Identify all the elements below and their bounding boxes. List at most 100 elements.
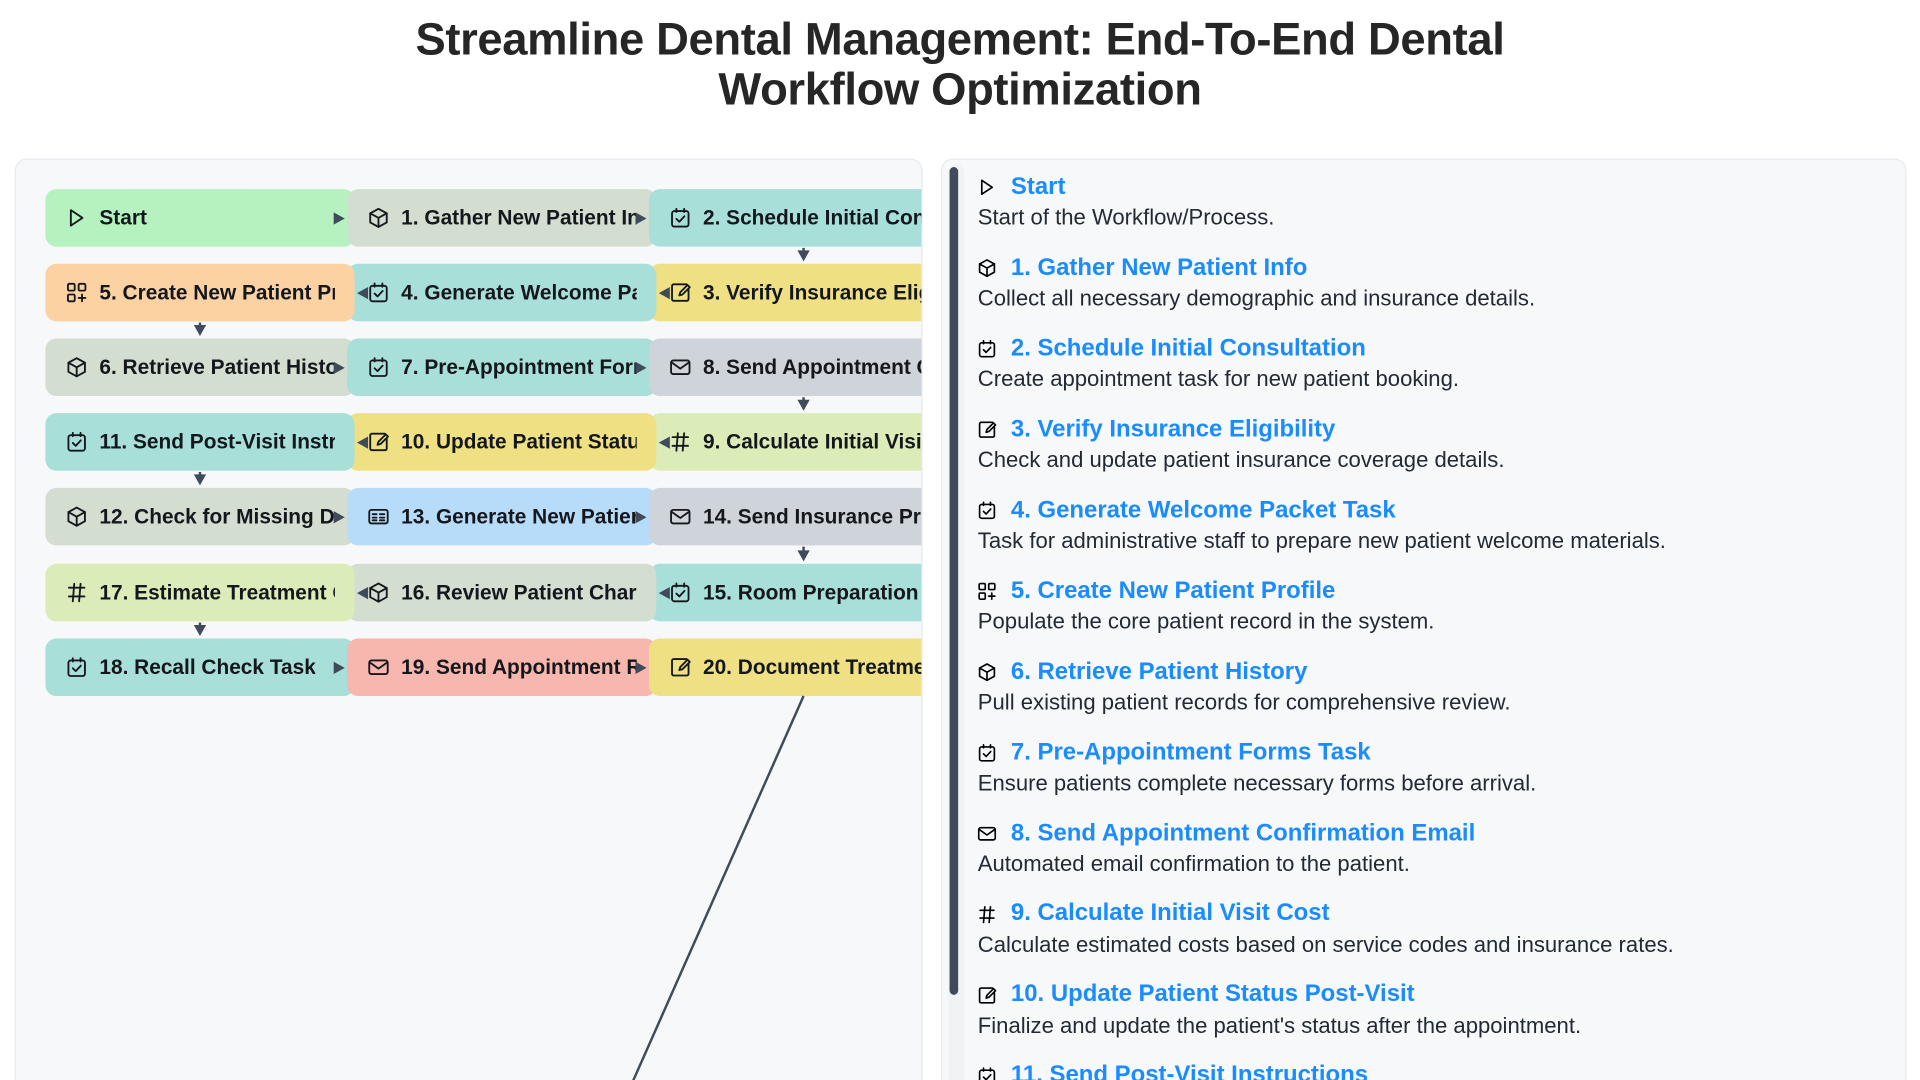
legend-item-title[interactable]: 8. Send Appointment Confirmation Email <box>1010 819 1476 847</box>
flow-node-n4[interactable]: 4. Generate Welcome Packet Task <box>347 263 657 322</box>
legend-item-title[interactable]: 7. Pre-Appointment Forms Task <box>1010 738 1371 766</box>
flow-node-n19[interactable]: 19. Send Appointment Reminder <box>347 638 657 697</box>
flow-node-label: 11. Send Post-Visit Instructions <box>99 429 335 453</box>
legend-item-desc: Ensure patients complete necessary forms… <box>977 770 1537 796</box>
legend-item-title[interactable]: 9. Calculate Initial Visit Cost <box>1010 899 1330 927</box>
legend-item-desc: Calculate estimated costs based on servi… <box>977 932 1674 957</box>
legend-item-title[interactable]: 5. Create New Patient Profile <box>1010 576 1336 604</box>
flow-node-n20[interactable]: 20. Document Treatment Notes <box>648 638 922 697</box>
legend-item[interactable]: 7. Pre-Appointment Forms Task Ensure pat… <box>977 738 1879 797</box>
legend-item[interactable]: 6. Retrieve Patient History Pull existin… <box>977 657 1879 716</box>
checkbox-icon <box>671 207 690 228</box>
legend-item-head: 8. Send Appointment Confirmation Email <box>977 819 1879 847</box>
flow-node-n11[interactable]: 11. Send Post-Visit Instructions <box>45 413 355 471</box>
flow-node-n18[interactable]: 18. Recall Check Task <box>45 638 355 697</box>
legend-item[interactable]: 10. Update Patient Status Post-Visit Fin… <box>977 980 1879 1039</box>
flow-arrowhead <box>333 211 345 224</box>
flow-node-n13[interactable]: 13. Generate New Patient Summary <box>347 487 657 546</box>
play-icon <box>69 209 84 227</box>
flow-arrowhead <box>797 399 810 411</box>
report-icon <box>368 508 389 525</box>
flow-node-label: 16. Review Patient Chart for Updates <box>401 580 637 604</box>
legend-item-title[interactable]: 6. Retrieve Patient History <box>1010 657 1308 685</box>
box-icon <box>978 662 996 681</box>
flowchart-canvas[interactable]: Start 1. Gather New Patient Info 2. Sche… <box>16 160 923 1080</box>
flow-node-n15[interactable]: 15. Room Preparation Task <box>648 563 922 622</box>
flow-node-n9[interactable]: 9. Calculate Initial Visit Cost <box>648 413 922 471</box>
legend-item-title[interactable]: Start <box>1010 173 1066 201</box>
legend-item-head: 4. Generate Welcome Packet Task <box>977 496 1879 524</box>
legend-item[interactable]: 1. Gather New Patient Info Collect all n… <box>977 253 1879 312</box>
content-shell: Start 1. Gather New Patient Info 2. Sche… <box>14 158 1907 1080</box>
legend-list: Start Start of the Workflow/Process. 1. … <box>959 160 1905 1080</box>
envelope-icon <box>368 659 389 675</box>
flow-node-n6[interactable]: 6. Retrieve Patient History <box>45 338 355 397</box>
flow-node-n2[interactable]: 2. Schedule Initial Consultation <box>648 189 923 247</box>
legend-item[interactable]: 8. Send Appointment Confirmation Email A… <box>977 819 1879 877</box>
flow-edge-long-tail <box>632 695 805 1080</box>
flow-node-n17[interactable]: 17. Estimate Treatment Cost <box>45 563 355 622</box>
flow-node-label: 18. Recall Check Task <box>99 655 316 679</box>
legend-scrollbar-thumb[interactable] <box>949 167 959 995</box>
legend-item[interactable]: 2. Schedule Initial Consultation Create … <box>977 334 1879 393</box>
flow-arrowhead <box>193 325 207 337</box>
flow-node-n3[interactable]: 3. Verify Insurance Eligibility <box>648 263 922 322</box>
flow-node-label: 2. Schedule Initial Consultation <box>702 205 923 229</box>
legend-item[interactable]: 5. Create New Patient Profile Populate t… <box>977 576 1879 635</box>
legend-item-title[interactable]: 2. Schedule Initial Consultation <box>1010 334 1366 362</box>
envelope-icon <box>977 826 997 841</box>
flow-node-label: 13. Generate New Patient Summary <box>401 504 637 528</box>
legend-item[interactable]: 3. Verify Insurance Eligibility Check an… <box>977 415 1879 474</box>
flow-node-n8[interactable]: 8. Send Appointment Confirmation <box>648 338 922 397</box>
flow-arrowhead <box>797 550 810 562</box>
flow-arrowhead <box>357 435 369 449</box>
flow-node-n16[interactable]: 16. Review Patient Chart for Updates <box>347 563 657 622</box>
legend-item-title[interactable]: 3. Verify Insurance Eligibility <box>1010 415 1336 443</box>
flow-arrowhead <box>193 474 207 486</box>
grid-plus-icon <box>978 582 996 600</box>
checkbox-icon <box>978 1066 996 1080</box>
flow-arrowhead <box>333 361 345 374</box>
checkbox-icon <box>978 501 996 520</box>
pencil-icon <box>978 986 997 1004</box>
legend-item-title[interactable]: 10. Update Patient Status Post-Visit <box>1010 980 1415 1008</box>
legend-item-desc: Pull existing patient records for compre… <box>977 689 1511 715</box>
grid-plus-icon <box>67 282 87 303</box>
legend-item-title[interactable]: 11. Send Post-Visit Instructions <box>1010 1061 1369 1080</box>
flow-node-n14[interactable]: 14. Send Insurance Pre-Authorization <box>648 487 922 546</box>
checkbox-icon <box>369 357 388 377</box>
flow-node-start[interactable]: Start <box>45 189 355 247</box>
legend-item-head: 10. Update Patient Status Post-Visit <box>977 980 1879 1008</box>
legend-item-desc: Populate the core patient record in the … <box>977 609 1435 634</box>
flow-edge <box>802 546 805 553</box>
legend-item-head: 9. Calculate Initial Visit Cost <box>977 899 1879 927</box>
flow-node-label: 7. Pre-Appointment Forms <box>401 355 637 379</box>
legend-item-head: 3. Verify Insurance Eligibility <box>977 415 1879 443</box>
flow-arrowhead <box>333 661 345 674</box>
legend-item-head: 5. Create New Patient Profile <box>977 576 1879 604</box>
flow-node-label: 9. Calculate Initial Visit Cost <box>702 429 922 453</box>
checkbox-icon <box>671 582 690 603</box>
legend-item-desc: Task for administrative staff to prepare… <box>977 528 1666 554</box>
flow-node-n7[interactable]: 7. Pre-Appointment Forms <box>347 338 657 397</box>
legend-item[interactable]: 11. Send Post-Visit Instructions Automat… <box>977 1061 1879 1080</box>
flow-node-n1[interactable]: 1. Gather New Patient Info <box>347 189 657 247</box>
flow-node-label: Start <box>99 205 147 229</box>
flow-node-n10[interactable]: 10. Update Patient Status Post-Visit <box>347 413 657 471</box>
legend-item-title[interactable]: 1. Gather New Patient Info <box>1010 253 1308 281</box>
legend-item-title[interactable]: 4. Generate Welcome Packet Task <box>1010 496 1396 524</box>
box-icon <box>67 357 86 378</box>
flow-node-label: 8. Send Appointment Confirmation <box>702 355 921 379</box>
checkbox-icon <box>978 340 996 358</box>
legend-item[interactable]: 4. Generate Welcome Packet Task Task for… <box>977 496 1879 554</box>
flow-node-label: 20. Document Treatment Notes <box>702 655 921 679</box>
legend-item-head: 11. Send Post-Visit Instructions <box>977 1061 1879 1080</box>
legend-item-head: 1. Gather New Patient Info <box>977 253 1879 281</box>
flow-node-n12[interactable]: 12. Check for Missing Dental X-Rays <box>45 487 355 546</box>
legend-item[interactable]: Start Start of the Workflow/Process. <box>977 173 1879 231</box>
legend-item-head: 7. Pre-Appointment Forms Task <box>977 738 1879 766</box>
legend-item[interactable]: 9. Calculate Initial Visit Cost Calculat… <box>977 899 1879 958</box>
flow-arrowhead <box>193 625 207 637</box>
flow-node-n5[interactable]: 5. Create New Patient Profile <box>45 263 355 322</box>
envelope-icon <box>670 508 691 525</box>
